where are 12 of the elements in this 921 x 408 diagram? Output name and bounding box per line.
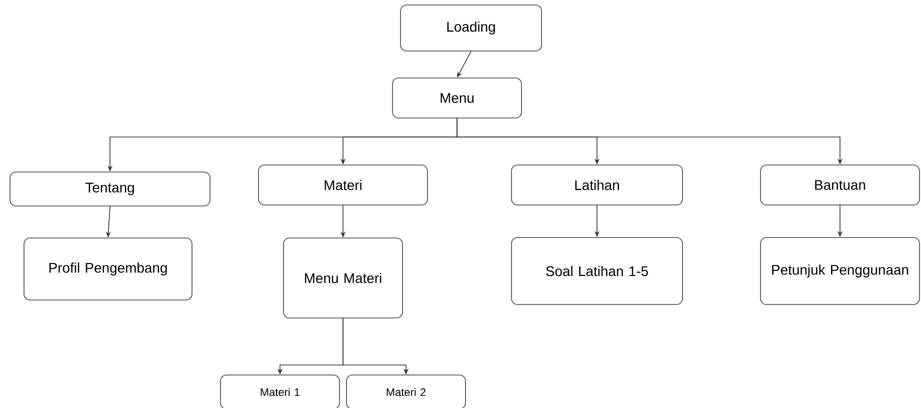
process-box: Materi [258,164,428,206]
process-box: Tentang [10,172,210,206]
process-box: Latihan [511,164,683,206]
process-box: Petunjuk Penggunaan [760,237,920,305]
process-box: Bantuan [760,164,920,206]
process-box: Menu Materi [283,238,403,318]
process-box: Soal Latihan 1-5 [511,237,683,305]
process-box: Materi 2 [346,374,466,408]
process-box: Profil Pengembang [24,238,192,300]
process-box: Loading [400,4,542,52]
process-box: Menu [392,78,522,118]
process-box: Materi 1 [220,374,340,408]
